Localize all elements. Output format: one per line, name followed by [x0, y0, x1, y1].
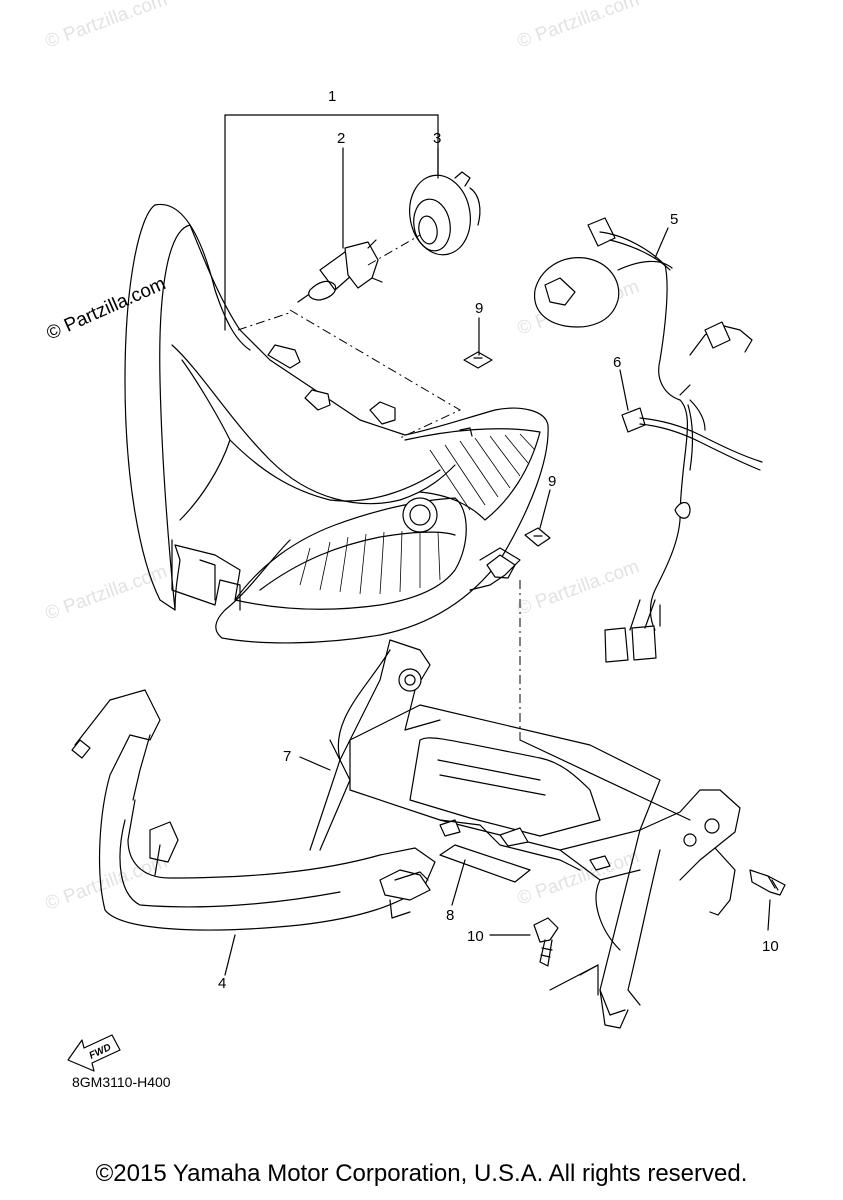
callout-6: 6	[613, 354, 621, 371]
callout-7: 7	[283, 748, 291, 765]
callout-3: 3	[433, 130, 441, 147]
callout-5: 5	[670, 211, 678, 228]
callout-8: 8	[446, 907, 454, 924]
watermark: © Partzilla.com	[43, 851, 170, 915]
bulb-socket-cover	[409, 171, 481, 256]
callout-10-left: 10	[467, 928, 484, 945]
headlight-stay	[309, 639, 741, 1029]
assembly-guide-lines	[237, 234, 691, 821]
bolts	[533, 869, 786, 996]
callout-10-right: 10	[762, 938, 779, 955]
fwd-arrow-icon: FWD	[67, 1034, 121, 1072]
callout-9-top: 9	[475, 300, 483, 317]
seal-strip	[439, 844, 531, 883]
watermark: © Partzilla.com	[515, 556, 642, 620]
front-panel	[71, 689, 436, 931]
callout-2: 2	[337, 130, 345, 147]
wire-harness	[534, 217, 763, 663]
watermark: © Partzilla.com	[43, 561, 170, 625]
callout-labels: 1 2 3 4 5 6 7 8 9 9 10 10	[218, 88, 779, 992]
copyright-notice: ©2015 Yamaha Motor Corporation, U.S.A. A…	[95, 1160, 748, 1187]
leader-lines	[224, 114, 771, 976]
headlight-assembly	[124, 203, 549, 644]
watermark: © Partzilla.com	[43, 0, 170, 53]
headlight-bulb	[297, 239, 383, 303]
watermark-prominent: © Partzilla.com	[43, 273, 169, 344]
callout-9-middle: 9	[548, 473, 556, 490]
callout-1: 1	[328, 88, 336, 105]
watermark: © Partzilla.com	[515, 0, 642, 53]
clip-nuts	[463, 351, 551, 547]
callout-4: 4	[218, 975, 226, 992]
diagram-code: 8GM3110-H400	[72, 1074, 171, 1090]
